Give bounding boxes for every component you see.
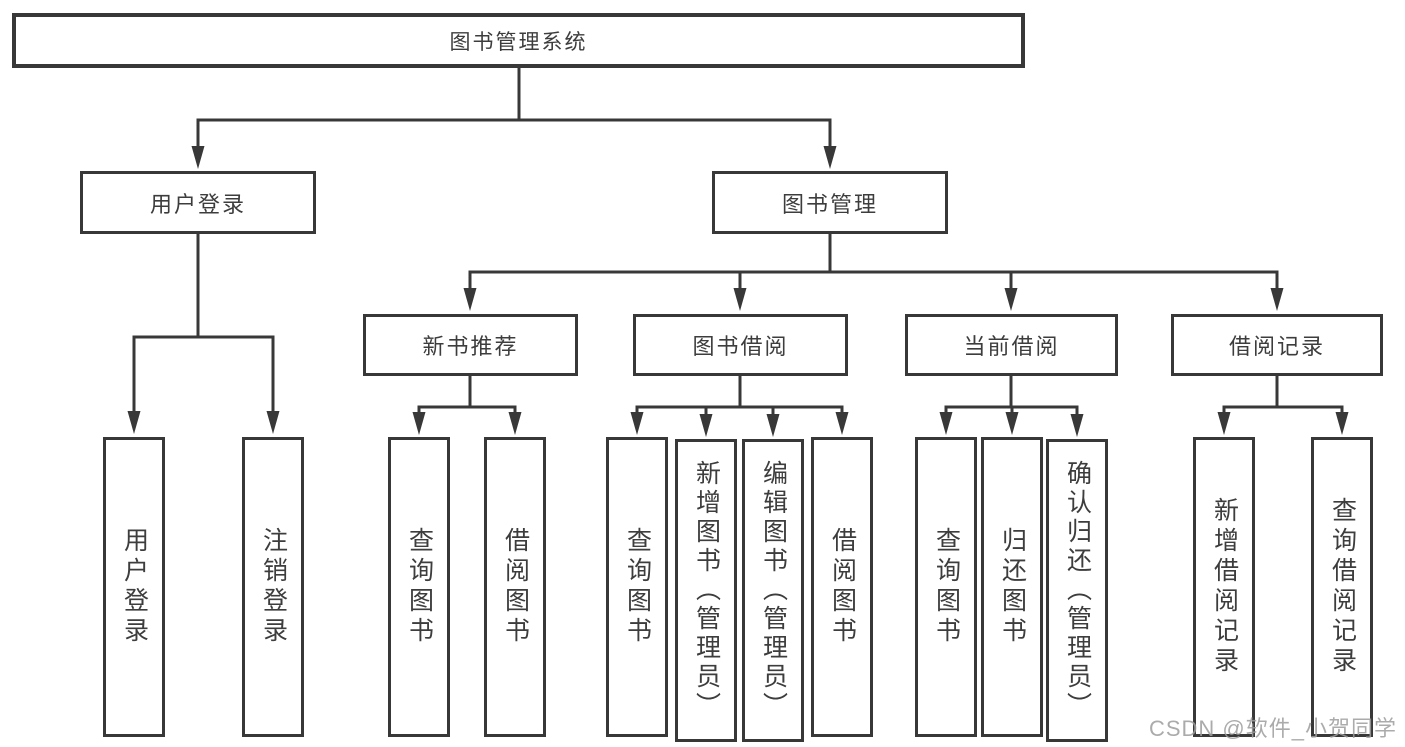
connector-root-to-level2 xyxy=(196,68,832,149)
node-user-login-label: 用户登录 xyxy=(149,191,246,217)
node-current-borrowing: 当前借阅 xyxy=(905,314,1118,376)
leaf-query-borrow-record-label: 查询借阅记录 xyxy=(1328,497,1357,677)
leaf-borrow-books-recommend: 借阅图书 xyxy=(484,437,546,737)
node-user-login: 用户登录 xyxy=(80,171,316,234)
leaf-query-books-borrowing-label: 查询图书 xyxy=(623,527,652,647)
node-current-borrowing-label: 当前借阅 xyxy=(963,334,1060,359)
leaf-borrow-books-borrowing: 借阅图书 xyxy=(811,437,873,737)
leaf-query-books-recommend: 查询图书 xyxy=(388,437,450,737)
leaf-edit-book-admin-label: 编辑图书（管理员） xyxy=(759,460,788,721)
leaf-user-login-label: 用户登录 xyxy=(120,527,149,647)
connector-book-borrow-branch xyxy=(635,376,844,416)
node-book-borrowing: 图书借阅 xyxy=(633,314,848,376)
leaf-add-borrow-record: 新增借阅记录 xyxy=(1193,437,1255,737)
node-root-label: 图书管理系统 xyxy=(449,30,588,54)
leaf-query-books-current: 查询图书 xyxy=(915,437,977,737)
node-new-book-recommendation: 新书推荐 xyxy=(363,314,578,376)
leaf-confirm-return-admin: 确认归还（管理员） xyxy=(1046,439,1108,742)
arrowheads xyxy=(127,146,1349,437)
leaf-edit-book-admin: 编辑图书（管理员） xyxy=(742,439,804,742)
connector-borrow-records-branch xyxy=(1222,376,1344,414)
connector-new-book-branch xyxy=(417,376,517,414)
leaf-add-book-admin-label: 新增图书（管理员） xyxy=(692,460,721,721)
connector-current-borrow-branch xyxy=(944,376,1079,416)
leaf-return-books: 归还图书 xyxy=(981,437,1043,737)
node-borrowing-records: 借阅记录 xyxy=(1171,314,1383,376)
leaf-query-books-recommend-label: 查询图书 xyxy=(405,527,434,647)
node-book-management: 图书管理 xyxy=(712,171,948,234)
connector-book-management-branch xyxy=(468,234,1279,290)
leaf-logout-label: 注销登录 xyxy=(259,527,288,647)
leaf-return-books-label: 归还图书 xyxy=(998,527,1027,647)
leaf-query-books-borrowing: 查询图书 xyxy=(606,437,668,737)
leaf-user-login: 用户登录 xyxy=(103,437,165,737)
connector-user-login-branch xyxy=(132,234,275,413)
leaf-query-books-current-label: 查询图书 xyxy=(932,527,961,647)
leaf-logout: 注销登录 xyxy=(242,437,304,737)
node-book-management-label: 图书管理 xyxy=(781,191,878,217)
leaf-confirm-return-admin-label: 确认归还（管理员） xyxy=(1063,460,1092,721)
leaf-add-book-admin: 新增图书（管理员） xyxy=(675,439,737,742)
node-new-book-recommendation-label: 新书推荐 xyxy=(422,334,519,359)
node-borrowing-records-label: 借阅记录 xyxy=(1228,334,1325,359)
leaf-add-borrow-record-label: 新增借阅记录 xyxy=(1210,497,1239,677)
leaf-borrow-books-recommend-label: 借阅图书 xyxy=(501,527,530,647)
node-book-borrowing-label: 图书借阅 xyxy=(692,334,789,359)
leaf-query-borrow-record: 查询借阅记录 xyxy=(1311,437,1373,737)
csdn-watermark: CSDN @软件_小贺同学 xyxy=(1148,716,1397,741)
leaf-borrow-books-borrowing-label: 借阅图书 xyxy=(828,527,857,647)
node-root: 图书管理系统 xyxy=(12,13,1025,68)
